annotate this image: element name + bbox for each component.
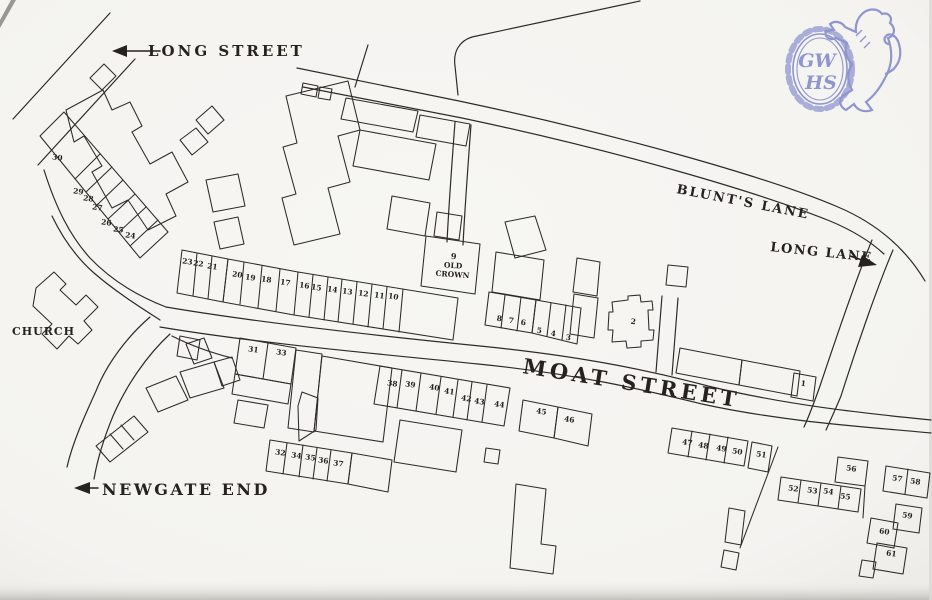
- road-moat-street: [159, 306, 932, 434]
- plot-number-47: 47: [682, 437, 694, 447]
- direction-arrows: [74, 45, 877, 494]
- field-boundaries: [171, 0, 679, 376]
- plot-number-39: 39: [405, 379, 417, 389]
- plot-number-3: 3: [565, 333, 571, 343]
- plot-number-42: 42: [461, 393, 473, 403]
- plot-number-52: 52: [788, 483, 800, 493]
- plot-number-40: 40: [429, 382, 441, 392]
- plot-number-7: 7: [508, 316, 514, 326]
- plot-number-25: 25: [113, 224, 125, 234]
- plot-number-46: 46: [564, 414, 576, 424]
- plot-number-33: 33: [276, 347, 288, 357]
- plot-number-14: 14: [327, 284, 339, 294]
- plot-number-48: 48: [698, 440, 710, 450]
- plot-number-50: 50: [732, 446, 744, 456]
- scan-corner-mark: [0, 0, 16, 28]
- plot-number-55: 55: [840, 491, 852, 501]
- plot-number-60: 60: [879, 526, 891, 536]
- plot-number-13: 13: [342, 286, 354, 296]
- church-label: CHURCH: [12, 325, 75, 338]
- rampant-lion-icon: [824, 8, 902, 113]
- old-crown-line1: OLD: [444, 260, 463, 270]
- long-street-label: LONG STREET: [148, 42, 305, 60]
- plot-number-15: 15: [311, 282, 323, 292]
- plot-number-54: 54: [823, 486, 835, 496]
- plot-number-18: 18: [261, 274, 273, 284]
- plot-number-56: 56: [846, 463, 858, 473]
- logo-letters-hs: HS: [804, 72, 837, 94]
- plot-number-36: 36: [318, 455, 330, 465]
- plot-number-43: 43: [474, 396, 486, 406]
- plot-number-61: 61: [886, 548, 898, 558]
- plot-number-44: 44: [494, 399, 506, 409]
- plot-number-32: 32: [275, 447, 287, 457]
- logo-inner-oval: [796, 37, 844, 101]
- plot-number-53: 53: [807, 485, 819, 495]
- plot-number-21: 21: [207, 261, 219, 271]
- road-blunts-lane: [296, 67, 926, 282]
- plot-number-35: 35: [305, 452, 317, 462]
- plot-number-58: 58: [910, 476, 922, 486]
- logo-scalloped-ring: [785, 26, 855, 112]
- plot-number-51: 51: [756, 449, 768, 459]
- plot-number-6: 6: [520, 318, 526, 328]
- logo-oval: [792, 33, 848, 105]
- plot-number-17: 17: [280, 277, 292, 287]
- plot-number-26: 26: [101, 217, 113, 227]
- plot-number-45: 45: [536, 406, 548, 416]
- building-outlines: [32, 63, 931, 579]
- plot-number-4: 4: [550, 329, 556, 339]
- plot-number-5: 5: [536, 326, 542, 336]
- society-logo: GW HS: [785, 8, 902, 113]
- plot-number-28: 28: [83, 193, 95, 203]
- old-crown-number: 9: [451, 251, 458, 261]
- plot-number-12: 12: [358, 288, 370, 298]
- newgate-end-label: NEWGATE END: [102, 480, 270, 499]
- plot-number-10: 10: [388, 291, 400, 301]
- plot-number-23: 23: [182, 256, 194, 266]
- old-crown-line2: CROWN: [435, 269, 470, 280]
- plot-number-38: 38: [387, 378, 399, 388]
- plot-numbers: 1234567810111213141516171819202122232425…: [52, 152, 922, 558]
- plot-number-31: 31: [248, 344, 260, 354]
- plot-number-1: 1: [800, 379, 806, 389]
- plot-number-16: 16: [299, 280, 311, 290]
- plot-number-20: 20: [232, 269, 244, 279]
- road-long-lane: [803, 239, 894, 431]
- plot-number-2: 2: [630, 317, 636, 327]
- plot-number-59: 59: [902, 510, 914, 520]
- plot-number-8: 8: [496, 314, 502, 324]
- plot-number-29: 29: [73, 186, 85, 196]
- plot-number-37: 37: [333, 458, 345, 468]
- logo-letters-gw: GW: [798, 50, 837, 72]
- plot-number-24: 24: [125, 230, 137, 240]
- plot-number-11: 11: [374, 290, 386, 300]
- plot-number-41: 41: [444, 386, 456, 396]
- plot-number-49: 49: [716, 443, 728, 453]
- plot-number-19: 19: [245, 272, 257, 282]
- plot-number-27: 27: [92, 202, 104, 212]
- roads: [12, 0, 932, 480]
- plot-number-34: 34: [291, 450, 303, 460]
- plot-number-30: 30: [52, 152, 64, 162]
- church-outline: [32, 271, 99, 350]
- plot-number-57: 57: [892, 473, 904, 483]
- old-crown-label: 9 OLD CROWN: [435, 251, 470, 280]
- road-newgate-end: [66, 316, 171, 480]
- road-long-street: [12, 12, 167, 321]
- plot-number-22: 22: [193, 258, 205, 268]
